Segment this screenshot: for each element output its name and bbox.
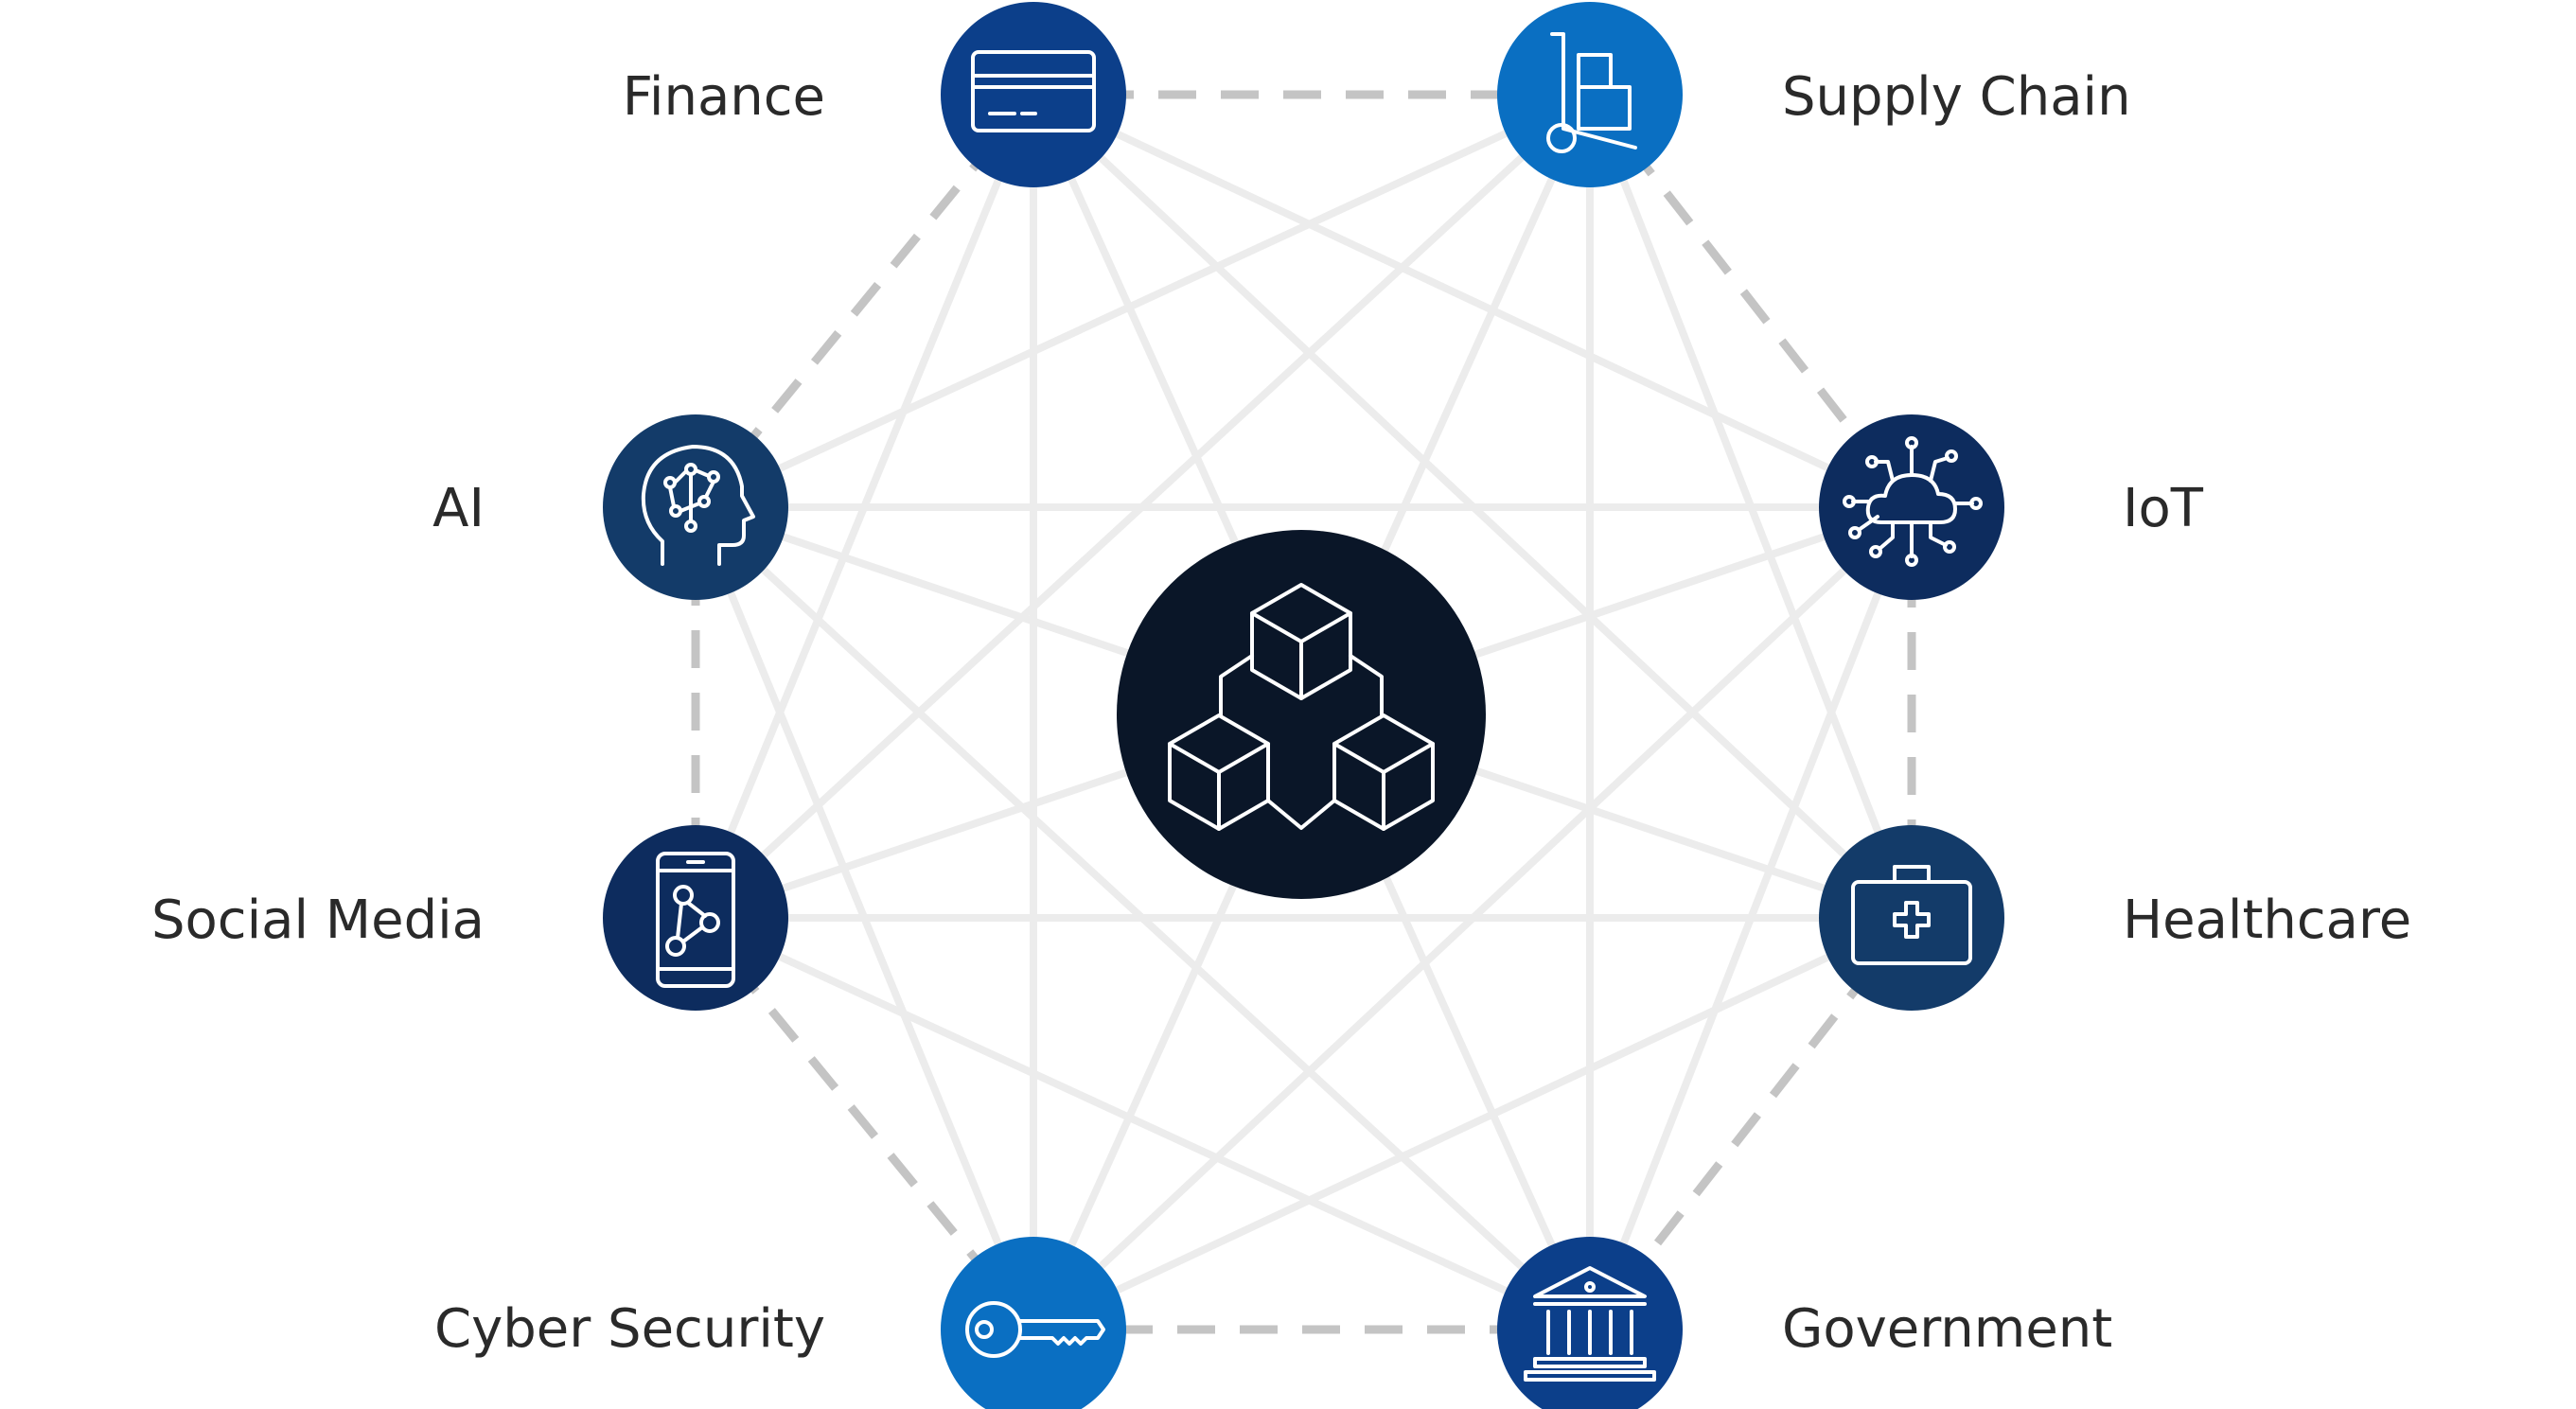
- credit-card-icon: [971, 50, 1096, 132]
- mesh-line: [693, 504, 1593, 1332]
- key-icon: [965, 1301, 1105, 1358]
- label-social-media: Social Media: [150, 889, 485, 951]
- node-circle-finance: [941, 2, 1126, 187]
- label-cyber-security: Cyber Security: [433, 1298, 825, 1360]
- label-iot: IoT: [2123, 478, 2203, 539]
- node-healthcare: [1819, 825, 2004, 1011]
- mesh-line: [1032, 914, 1914, 1333]
- smartphone-network-icon: [656, 852, 735, 988]
- mesh-line: [692, 505, 1037, 1331]
- node-iot: [1819, 414, 2004, 600]
- node-circle-ai: [603, 414, 788, 600]
- brain-head-icon: [641, 445, 755, 566]
- node-finance: [941, 2, 1126, 187]
- bank-building-icon: [1524, 1266, 1656, 1382]
- hand-truck-icon: [1546, 32, 1637, 153]
- mesh-line: [694, 91, 1592, 511]
- node-circle-healthcare: [1819, 825, 2004, 1011]
- medical-kit-icon: [1851, 865, 1972, 965]
- node-social-media: [603, 825, 788, 1011]
- node-cyber-security: [941, 1237, 1126, 1409]
- label-finance: Finance: [622, 66, 825, 128]
- node-circle-iot: [1819, 414, 2004, 600]
- hub-circle: [1117, 530, 1486, 899]
- mesh-line: [1032, 91, 1914, 511]
- node-ai: [603, 414, 788, 600]
- label-supply-chain: Supply Chain: [1782, 66, 2131, 128]
- hub-node: [1117, 530, 1486, 899]
- cloud-network-icon: [1843, 436, 1983, 567]
- node-supply-chain: [1497, 2, 1683, 187]
- label-healthcare: Healthcare: [2123, 889, 2412, 951]
- label-government: Government: [1782, 1298, 2113, 1360]
- label-ai: AI: [432, 478, 485, 539]
- mesh-line: [694, 914, 1592, 1333]
- node-circle-cyber-security: [941, 1237, 1126, 1409]
- node-circle-social-media: [603, 825, 788, 1011]
- blockchain-cubes-icon: [1168, 583, 1435, 831]
- node-government: [1497, 1237, 1683, 1409]
- node-circle-supply-chain: [1497, 2, 1683, 187]
